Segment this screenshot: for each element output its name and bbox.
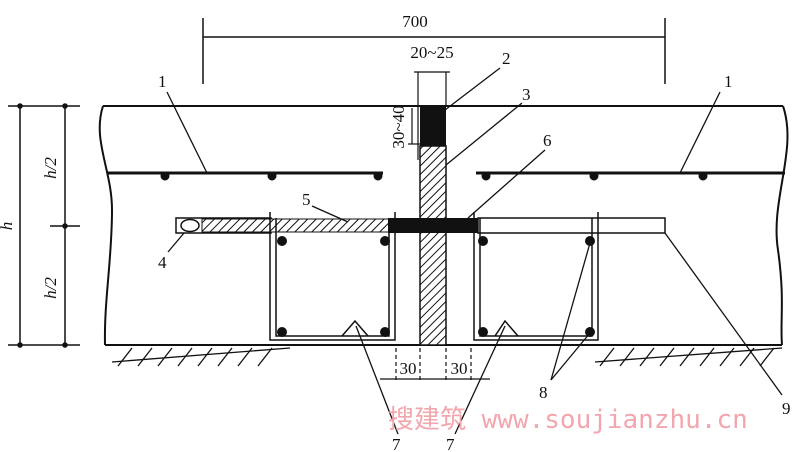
callout-7-left: 7 xyxy=(392,435,401,452)
dimension-joint-width-label: 20~25 xyxy=(410,43,453,62)
dimension-offset-right-label: 30 xyxy=(451,359,468,378)
callout-6: 6 xyxy=(543,131,552,150)
dimension-seal-depth xyxy=(408,108,420,145)
callout-2: 2 xyxy=(502,49,511,68)
dimension-h-label: h xyxy=(0,222,16,231)
dimension-700 xyxy=(202,18,666,84)
dimension-seal-depth-label: 30~40 xyxy=(389,105,408,148)
dimension-half-top-label: h/2 xyxy=(41,157,60,179)
callout-1-left: 1 xyxy=(158,72,167,91)
callout-8: 8 xyxy=(539,383,548,402)
support-cage-left xyxy=(269,212,396,341)
callout-7-right: 7 xyxy=(446,435,455,452)
dimension-offsets xyxy=(380,348,490,382)
joint-sealant xyxy=(420,106,446,146)
callout-1-right: 1 xyxy=(724,72,733,91)
top-rebar-right xyxy=(476,171,785,181)
callout-4: 4 xyxy=(158,253,167,272)
dowel-bar-right xyxy=(477,217,666,234)
cage-feet xyxy=(341,319,519,337)
callout-9: 9 xyxy=(782,399,791,418)
dowel-bar-center xyxy=(388,218,478,233)
dimension-joint-width xyxy=(414,71,450,160)
watermark: 搜建筑 www.soujianzhu.cn xyxy=(388,405,748,435)
cage-longitudinal-bars xyxy=(277,236,595,337)
joint-filler xyxy=(419,145,447,346)
dimension-700-label: 700 xyxy=(402,12,428,31)
callout-3: 3 xyxy=(522,85,531,104)
top-rebar-left xyxy=(107,171,383,181)
subgrade-hatch-left xyxy=(111,347,291,367)
subgrade-hatch-right xyxy=(594,347,783,367)
dimension-offset-left-label: 30 xyxy=(400,359,417,378)
dimension-height xyxy=(8,103,80,348)
dimension-half-bottom-label: h/2 xyxy=(41,277,60,299)
callout-5: 5 xyxy=(302,190,311,209)
dowel-coated-part xyxy=(201,218,391,233)
leader-lines xyxy=(166,67,783,435)
support-cage-right xyxy=(473,212,599,341)
dowel-cap-void xyxy=(180,218,200,233)
